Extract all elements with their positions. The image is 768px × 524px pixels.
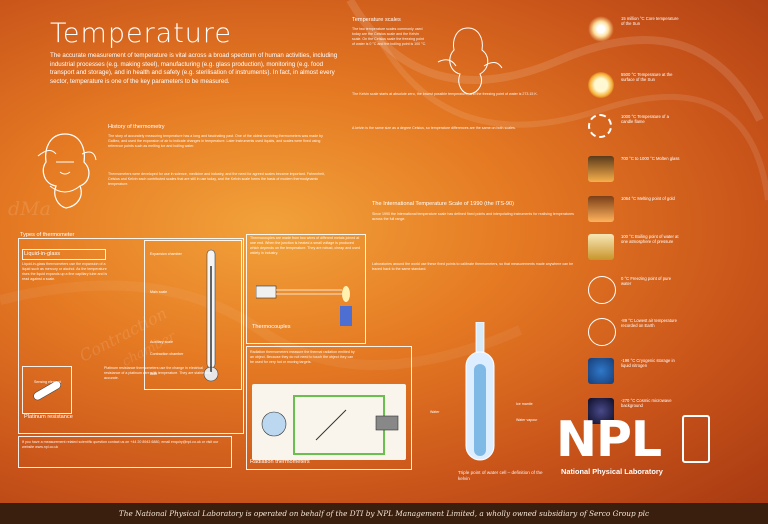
snowman-icon	[588, 276, 616, 304]
footer-text: The National Physical Laboratory is oper…	[0, 503, 768, 524]
star-icon	[588, 16, 614, 42]
item-label: 100 °C Boiling point of water at one atm…	[621, 234, 679, 245]
list-item: 15 million °C Core temperature of the Su…	[588, 16, 679, 50]
liquid-text: Liquid-in-glass thermometers use the exp…	[22, 262, 108, 281]
radiation-heading: Radiation thermometers	[250, 459, 310, 465]
ghost-word: dMa	[8, 198, 51, 220]
triple-point-caption: Triple point of water cell – definition …	[458, 470, 543, 481]
its90-heading: The International Temperature Scale of 1…	[372, 201, 514, 207]
sun-icon	[588, 72, 614, 98]
list-item: 1064 °C Melting point of gold	[588, 196, 675, 230]
item-label: 1000 °C Temperature of a candle flame	[621, 114, 669, 125]
label-aux-scale: Auxiliary scale	[150, 340, 173, 344]
list-item: 5500 °C Temperature at the surface of th…	[588, 72, 672, 106]
platinum-heading: Platinum resistance	[24, 414, 73, 420]
thermocouples-box	[246, 234, 366, 344]
thermometer-figure-box	[144, 240, 242, 390]
penguin-icon	[588, 318, 616, 346]
list-item: -270 °C Cosmic microwave background	[588, 398, 672, 432]
npl-logo-word: NPL	[556, 411, 662, 468]
scientist-sketch	[437, 27, 503, 95]
contact-text[interactable]: If you have a measurement related scient…	[22, 440, 219, 449]
gold-icon	[588, 234, 614, 260]
poster: dMa Contraction chamber Temperature The …	[0, 0, 768, 503]
its90-paragraph: Since 1990 the international temperature…	[372, 212, 574, 221]
list-item: 0 °C Freezing point of pure water	[588, 276, 671, 310]
label-contraction: Contraction chamber	[150, 352, 184, 356]
flame-icon	[588, 156, 614, 182]
triple-label-vapour: Water vapour	[516, 418, 538, 422]
contact-box	[18, 436, 232, 468]
types-box	[18, 238, 244, 434]
thermocouples-heading: Thermocouples	[252, 324, 291, 330]
radiation-text: Radiation thermometers measure the therm…	[250, 350, 355, 364]
item-label: 15 million °C Core temperature of the Su…	[621, 16, 679, 27]
npl-crest-icon	[682, 415, 710, 463]
triple-label-water: Water	[430, 410, 440, 414]
item-label: 1064 °C Melting point of gold	[621, 196, 675, 201]
label-expansion: Expansion chamber	[150, 252, 182, 256]
history-paragraph: Thermometers were developed for use in s…	[108, 172, 325, 186]
sun-outline-icon	[588, 114, 612, 138]
history-heading: History of thermometry	[108, 124, 165, 130]
triple-label-ice: Ice mantle	[516, 402, 533, 406]
molten-glass-icon	[588, 196, 614, 222]
label-sensing: Sensing element	[34, 380, 61, 384]
list-item: 100 °C Boiling point of water at one atm…	[588, 234, 679, 268]
thermocouple-diagram	[256, 285, 352, 326]
its90-paragraph: Laboratories around the world use these …	[372, 262, 574, 271]
liquid-heading: Liquid-in-glass	[24, 251, 61, 257]
types-heading: Types of thermometer	[20, 232, 75, 238]
scales-heading: Temperature scales	[352, 17, 401, 23]
history-paragraph: The story of accurately measuring temper…	[108, 134, 323, 148]
item-label: 5500 °C Temperature at the surface of th…	[621, 72, 673, 83]
radiation-box	[246, 346, 412, 470]
thermocouples-text: Thermocouples are made from two wires of…	[250, 236, 361, 255]
item-label: -270 °C Cosmic microwave background	[621, 398, 672, 409]
npl-name: National Physical Laboratory	[561, 467, 663, 476]
galileo-illustration	[37, 133, 97, 209]
label-bulb: Bulb	[150, 372, 158, 376]
platinum-probe	[33, 380, 61, 401]
list-item: 700 °C to 1000 °C Molten glass	[588, 156, 680, 190]
probe-figure-box	[22, 366, 72, 414]
label-main-scale: Main scale	[150, 290, 168, 294]
liquid-label-box	[22, 249, 106, 260]
platinum-text: Platinum resistance thermometers use the…	[104, 366, 212, 380]
intro-text: The accurate measurement of temperature …	[50, 52, 338, 85]
item-label: 0 °C Freezing point of pure water	[621, 276, 672, 287]
scales-paragraph: The two temperature scales commonly used…	[352, 27, 427, 46]
list-item: 1000 °C Temperature of a candle flame	[588, 114, 669, 148]
radiation-diagram	[261, 395, 399, 455]
item-label: 700 °C to 1000 °C Molten glass	[621, 156, 680, 161]
triple-point-cell	[465, 322, 495, 461]
liquid-thermometer	[203, 249, 219, 382]
cryostat-icon	[588, 358, 614, 384]
space-icon	[588, 398, 614, 424]
list-item: -196 °C Cryogenic storage in liquid nitr…	[588, 358, 675, 392]
list-item: -89 °C Lowest air temperature recorded o…	[588, 318, 677, 352]
item-label: -196 °C Cryogenic storage in liquid nitr…	[621, 358, 675, 369]
scales-paragraph: The Kelvin scale starts at absolute zero…	[352, 92, 538, 96]
page-title: Temperature	[50, 18, 233, 49]
scales-paragraph: A kelvin is the same size as a degree Ce…	[352, 126, 516, 130]
item-label: -89 °C Lowest air temperature recorded o…	[621, 318, 677, 329]
background-decoration	[0, 0, 768, 503]
